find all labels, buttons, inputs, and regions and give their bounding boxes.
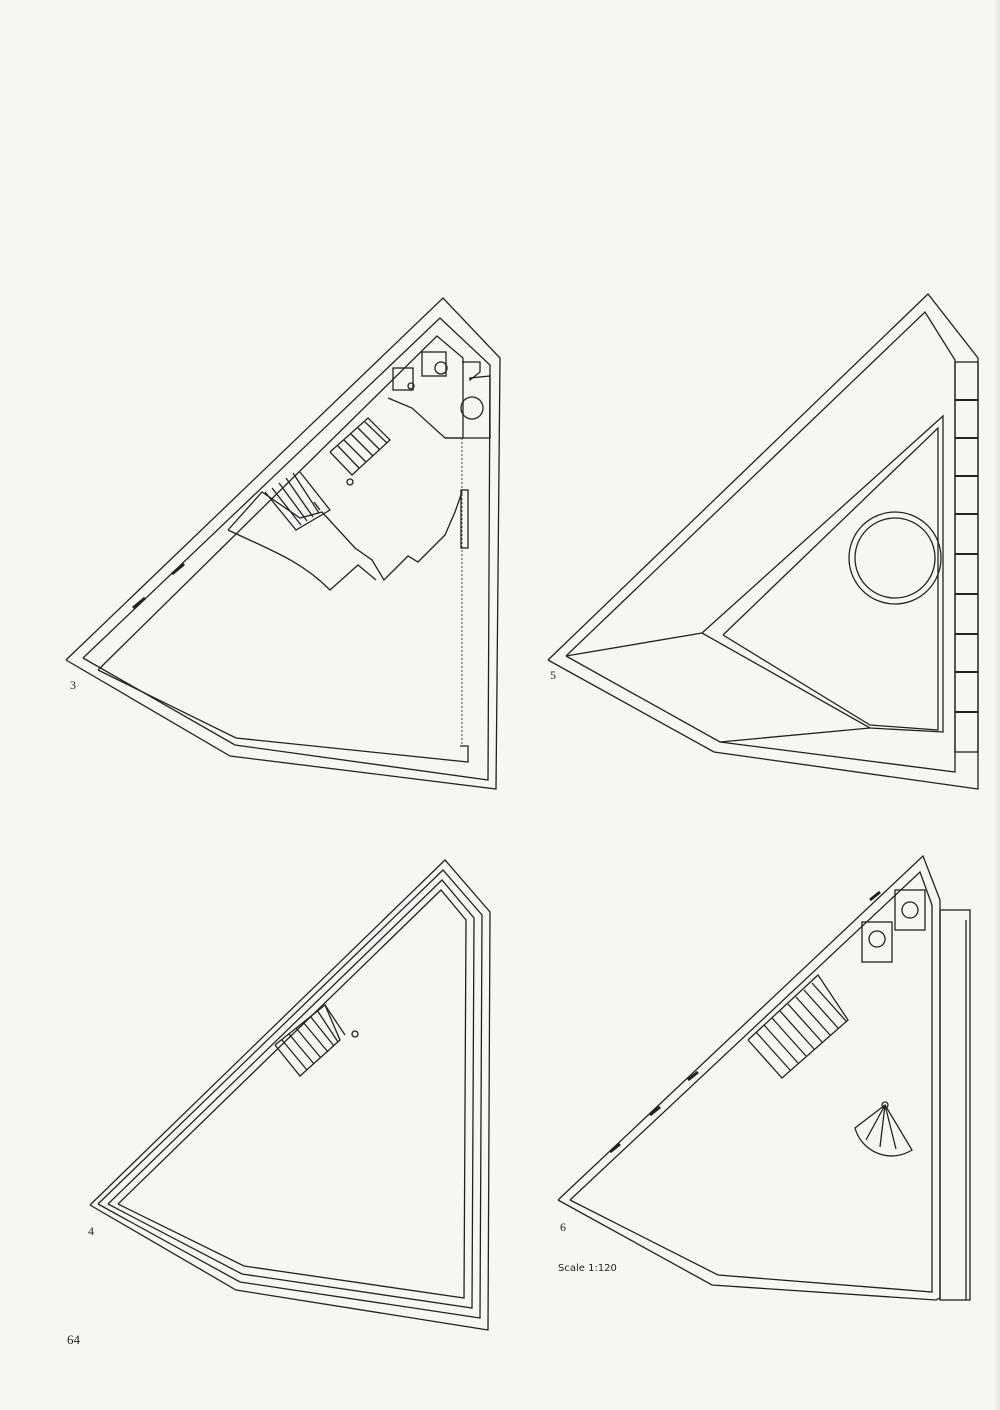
plan-4-inner-wall bbox=[117, 889, 467, 1299]
plan-3-bath-block bbox=[445, 361, 491, 439]
plan-6-stair bbox=[747, 974, 849, 1079]
plan-4-stair bbox=[274, 1003, 346, 1077]
plan-6-spiral-stair bbox=[854, 1101, 913, 1157]
plan-3-basin bbox=[407, 382, 415, 390]
plan-3-outer-wall bbox=[65, 297, 501, 790]
plan-4-outer-wall bbox=[89, 859, 491, 1331]
plan-6-bath bbox=[861, 889, 926, 963]
plan-5-skylight bbox=[848, 511, 942, 605]
plan-3-wc-box bbox=[392, 367, 414, 391]
scale-note: Scale 1:120 bbox=[558, 1263, 617, 1274]
plan-3-door bbox=[460, 489, 469, 549]
plan-3-toilet bbox=[434, 361, 448, 375]
figure-label-5: 5 bbox=[550, 668, 556, 682]
plan-3-inner-wall bbox=[82, 317, 491, 781]
plan-4-wall-3 bbox=[107, 879, 475, 1309]
plan-3-partition bbox=[227, 491, 463, 582]
plan-3-shower bbox=[460, 396, 484, 420]
plan-3-column bbox=[346, 478, 354, 486]
figure-label-6: 6 bbox=[560, 1220, 566, 1234]
plan-5-roof-opening-inner bbox=[722, 426, 939, 731]
plan-5-roof-opening bbox=[701, 414, 944, 733]
figure-label-3: 3 bbox=[70, 678, 76, 692]
figure-label-4: 4 bbox=[88, 1224, 94, 1238]
plan-6-terrace-rail bbox=[939, 909, 971, 1301]
plan-4-wall-2 bbox=[97, 869, 483, 1319]
page-edge-shadow bbox=[994, 0, 1000, 1410]
plan-4-column bbox=[351, 1030, 359, 1038]
plan-3-stair bbox=[264, 417, 391, 531]
plan-6-inner-wall bbox=[569, 870, 933, 1293]
plan-3-curved-wall bbox=[227, 529, 377, 591]
page-number: 64 bbox=[67, 1332, 80, 1347]
plan-5-louvre-strip bbox=[954, 361, 979, 753]
